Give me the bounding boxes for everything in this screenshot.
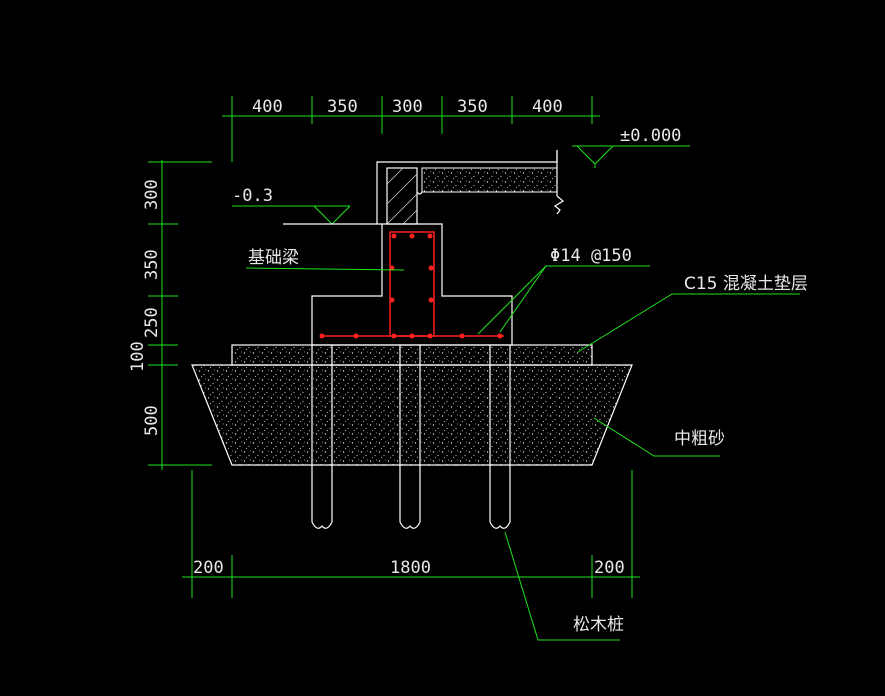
wall-hatch (386, 167, 418, 225)
top-dim-2: 350 (327, 97, 358, 117)
ground-elevation-marker: ±0.000 (572, 126, 690, 168)
top-dim-1: 400 (252, 97, 283, 117)
top-dim-5: 400 (532, 97, 563, 117)
left-dim-1: 300 (142, 179, 162, 210)
rebar-callout: Φ14 @150 (477, 246, 650, 335)
sand-callout: 中粗砂 (593, 417, 725, 457)
wall-and-slab (376, 150, 565, 225)
foundation-beam-outline (311, 223, 513, 346)
bottom-dim-2: 1800 (390, 558, 431, 578)
sand-layer (191, 364, 633, 466)
timber-piles (311, 345, 511, 529)
pile-left (311, 345, 333, 529)
bottom-dimension-chain: 200 1800 200 (182, 470, 640, 598)
cushion-layer (231, 344, 593, 366)
ground-elevation-text: ±0.000 (620, 126, 681, 146)
cushion-label: C15 混凝土垫层 (684, 274, 808, 294)
left-dim-2: 350 (142, 249, 162, 280)
left-dim-3: 250 (142, 307, 162, 338)
slab-concrete (421, 167, 558, 193)
top-dim-4: 350 (457, 97, 488, 117)
pile-right (489, 345, 511, 529)
left-dim-4: 100 (128, 341, 148, 372)
rebar-spec-label: Φ14 @150 (550, 246, 632, 266)
cushion-callout: C15 混凝土垫层 (577, 274, 808, 353)
top-dimension-chain: 400 350 300 350 400 (222, 96, 600, 162)
foundation-beam-label: 基础梁 (248, 248, 299, 268)
rebar-cage (319, 231, 504, 339)
pile-callout: 松木桩 (504, 531, 624, 641)
pile-label: 松木桩 (573, 615, 624, 635)
top-dim-3: 300 (392, 97, 423, 117)
bottom-dim-1: 200 (193, 558, 224, 578)
bottom-dim-3: 200 (594, 558, 625, 578)
pile-middle (399, 345, 421, 529)
base-elevation-marker: -0.3 (232, 186, 351, 225)
foundation-beam-callout: 基础梁 (245, 248, 405, 271)
left-dim-5: 500 (142, 405, 162, 436)
sand-label: 中粗砂 (674, 429, 725, 449)
base-elevation-text: -0.3 (232, 186, 273, 206)
left-dimension-chain: 300 350 250 100 500 (128, 160, 212, 470)
